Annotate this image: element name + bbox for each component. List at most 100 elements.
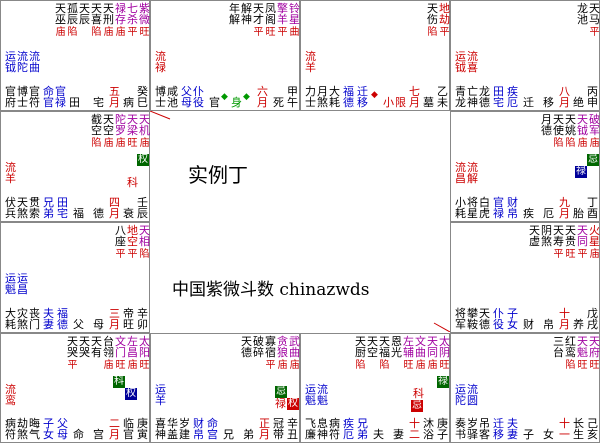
star-col: 左昌 <box>127 335 138 359</box>
bottom-col: 财 <box>523 318 534 331</box>
star-col: 天梁 <box>127 113 138 137</box>
star-col: 八座 <box>115 224 126 248</box>
flow-col: 流禄 <box>155 50 166 74</box>
star-col: 阴煞 <box>541 224 552 248</box>
bottom-col: 胎 <box>573 207 584 220</box>
brightness-col: 平 <box>127 249 138 260</box>
palace-mao: 天相 地空 八座 陷 平 平 运魁 运昌 大耗 灾煞 丧门 夫妻 福德 父 母 … <box>0 222 150 333</box>
bottom-col: 六月 <box>257 85 268 109</box>
flow-col: 流解 <box>467 161 478 185</box>
brightness-col: 庙 <box>289 360 300 371</box>
brightness-col: 陷 <box>427 27 438 38</box>
bottom-col: 岁建 <box>179 417 190 441</box>
star-col: 截空 <box>91 113 102 137</box>
bottom-col: 死 <box>273 96 284 109</box>
bottom-col: 戊戌 <box>587 307 598 331</box>
bottom-col: 官符 <box>29 85 40 109</box>
bottom-col: 命宫 <box>207 417 218 441</box>
center-panel: 实例丁 中国紫微斗数 chinazwds <box>150 111 450 332</box>
palace-wei: 地劫 天伤 平 陷 流羊 力士 月煞 大耗 福德 迁移 ◆ 小 限 七月 墓 乙… <box>300 0 450 111</box>
brightness-col: 庙 <box>103 27 114 38</box>
brightness-col: 旺 <box>265 27 276 38</box>
bottom-col: 命官 <box>43 85 54 109</box>
bottom-col: 乙未 <box>437 85 448 109</box>
palace-you: 破军 天钺 天姚 天使 月德 庙 庙 陷 陷 忌 禄 流昌 流解 小耗 将星 白… <box>450 111 600 222</box>
star-col: 火星 <box>589 224 600 248</box>
bottom-col: 青龙 <box>455 85 466 109</box>
bottom-col: 咸池 <box>167 85 178 109</box>
bottom-col: 十二 <box>409 417 420 441</box>
site-title: 中国紫微斗数 chinazwds <box>172 280 370 300</box>
diamond-marker: ◆ <box>243 92 250 102</box>
brightness-col: 平 <box>67 360 78 371</box>
flow-col: 流羊 <box>5 161 16 185</box>
bottom-col: 七月 <box>409 85 420 109</box>
hua-ji-badge: 忌 <box>587 154 599 166</box>
bottom-col: 官禄 <box>493 196 504 220</box>
star-col: 天福 <box>379 335 390 359</box>
brightness-col: 陷 <box>355 360 366 371</box>
star-col: 七杀 <box>127 2 138 26</box>
bottom-col: 福 <box>73 207 84 220</box>
bottom-col: 庚寅 <box>137 417 148 441</box>
brightness-col: 旺 <box>403 360 414 371</box>
bottom-col: 父母 <box>181 85 192 109</box>
brightness-col: 曲 <box>289 27 300 38</box>
bottom-col: 厄 <box>543 207 554 220</box>
flow-col: 运羊 <box>155 383 166 407</box>
bottom-col: 白虎 <box>479 196 490 220</box>
star-col: 紫微 <box>139 2 150 26</box>
bottom-col: 宫 <box>93 428 104 441</box>
bottom-col: 华盖 <box>167 417 178 441</box>
brightness-col: 平 <box>115 249 126 260</box>
star-col: 太阳 <box>139 335 150 359</box>
star-col: 铃星 <box>289 2 300 26</box>
brightness-col: 旺 <box>139 360 150 371</box>
star-col: 天虚 <box>529 224 540 248</box>
brightness-col: 庙 <box>55 27 66 38</box>
bottom-col: 子 <box>523 428 534 441</box>
flow-col: 运昌 <box>17 272 28 296</box>
bottom-col: 大耗 <box>329 85 340 109</box>
bottom-col: 奏书 <box>455 417 466 441</box>
bottom-col: 辛丑 <box>287 417 298 441</box>
bottom-col: 官 <box>209 96 220 109</box>
star-col: 天哭 <box>79 335 90 359</box>
center-lines <box>150 111 450 332</box>
star-col: 天哭 <box>67 335 78 359</box>
hua-ke-badge: 科 <box>113 376 125 388</box>
star-col: 天府 <box>589 335 600 359</box>
star-col: 天机 <box>139 113 150 137</box>
bottom-col: 龙德 <box>479 85 490 109</box>
bottom-col: 女 <box>543 428 554 441</box>
bottom-col: 沐浴 <box>423 417 434 441</box>
star-col: 天空 <box>367 335 378 359</box>
bottom-col: 移 <box>543 96 554 109</box>
star-col: 文曲 <box>415 335 426 359</box>
palace-hai: 天府 天魁 红鸾 三台 旺 旺 陷 运陀 流圆 奏书 岁驿 吊客 迁移 夫妻 子… <box>450 333 600 443</box>
bottom-col: 劫煞 <box>17 417 28 441</box>
bottom-col: 母 <box>93 318 104 331</box>
bottom-col: 庚子 <box>437 417 448 441</box>
star-col: 贪狼 <box>277 335 288 359</box>
star-col: 天同 <box>427 335 438 359</box>
brightness-col: 旺 <box>577 360 588 371</box>
bottom-col: 病 <box>123 96 134 109</box>
bottom-col: 仆役 <box>193 85 204 109</box>
hua-lu-label: 禄 <box>275 397 286 410</box>
bottom-col: 财帛 <box>507 196 518 220</box>
bottom-col: 灾煞 <box>17 307 28 331</box>
star-col: 台翎 <box>103 335 114 359</box>
palace-si: 紫微 七杀 禄存 天刑 天喜 天辰 孤辰 天巫 旺 平 庙 庙 陷 陷 庙 运钺… <box>0 0 150 111</box>
star-col: 天刑 <box>103 2 114 26</box>
brightness-col: 平 <box>553 249 564 260</box>
star-col: 龙池 <box>577 2 588 26</box>
star-col: 陀罗 <box>115 113 126 137</box>
bottom-col: 息神 <box>317 417 328 441</box>
brightness-col: 陷 <box>565 360 576 371</box>
flow-col: 运魁 <box>5 272 16 296</box>
bottom-col: 甲午 <box>287 85 298 109</box>
star-col: 三台 <box>553 335 564 359</box>
star-col: 天钺 <box>577 113 588 137</box>
